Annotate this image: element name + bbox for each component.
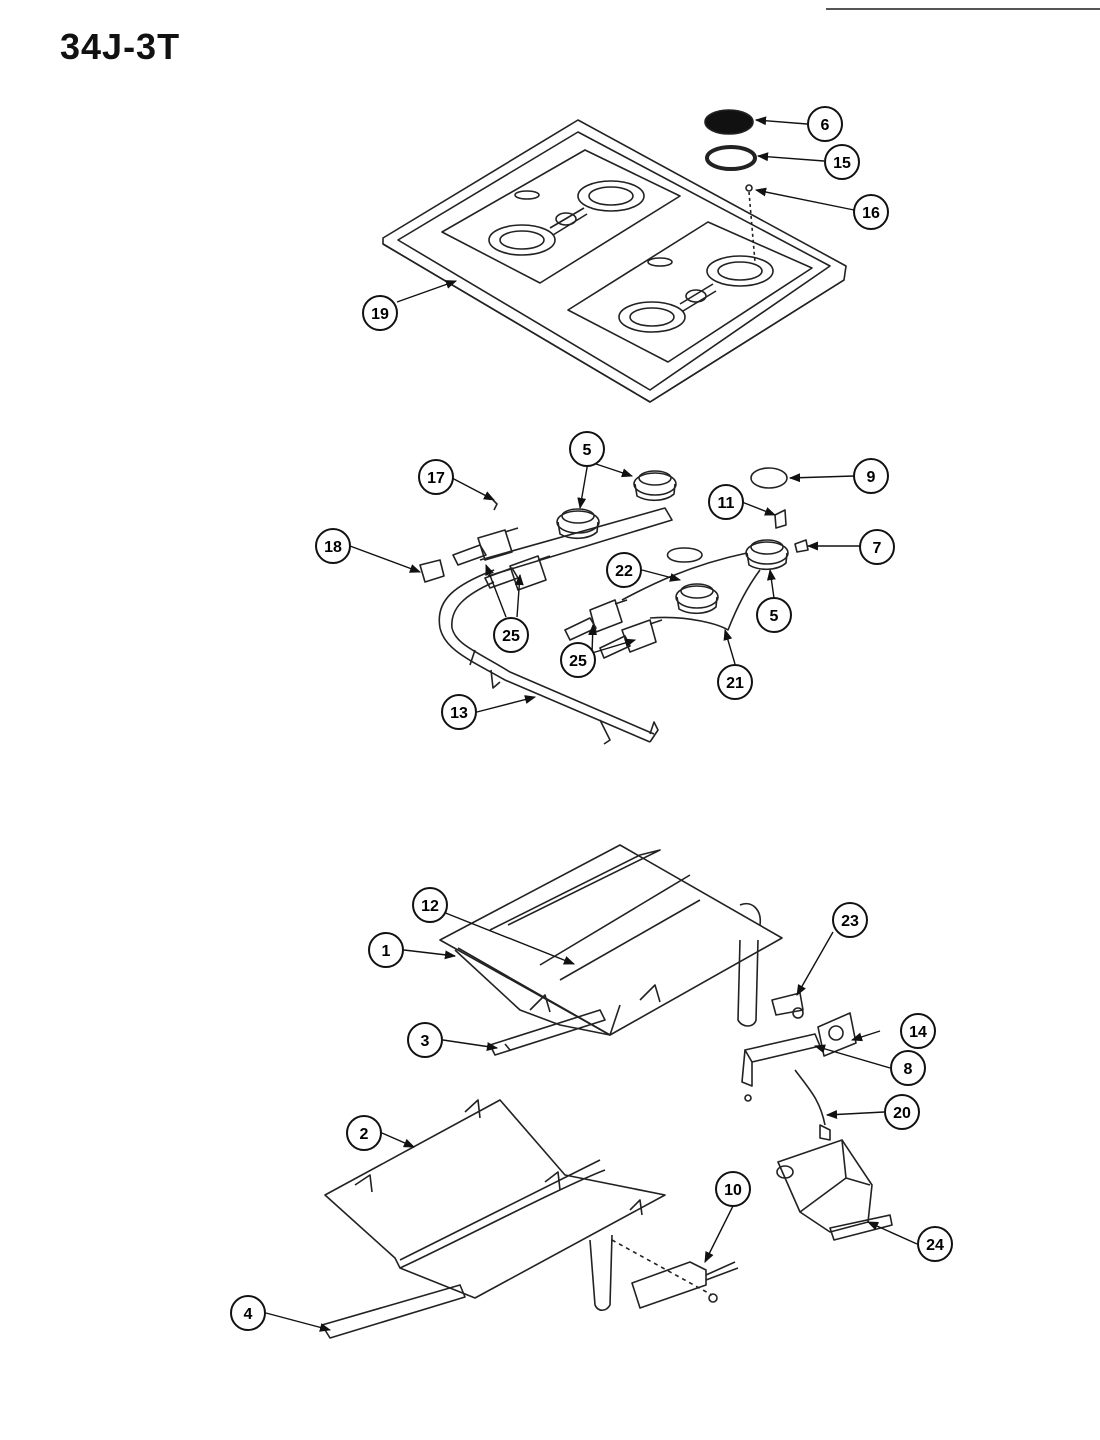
callout-23: 23 — [832, 902, 868, 938]
callout-label: 19 — [371, 306, 389, 323]
callout-label: 21 — [726, 675, 744, 692]
callout-21: 21 — [717, 664, 753, 700]
callout-4: 4 — [230, 1295, 266, 1331]
callout-label: 17 — [427, 470, 445, 487]
callout-circle — [606, 552, 642, 588]
callout-8: 8 — [890, 1050, 926, 1086]
callout-group: 6 15 16 19 5 9 17 11 18 7 22 5 25 25 21 13 12 23 1 14 3 8 2 20 1… — [230, 106, 953, 1331]
callout-circle — [853, 194, 889, 230]
callout-circle — [859, 529, 895, 565]
callout-circle — [853, 458, 889, 494]
callout-circle — [368, 932, 404, 968]
callout-circle — [418, 459, 454, 495]
callout-circle — [407, 1022, 443, 1058]
callout-15: 15 — [824, 144, 860, 180]
callout-label: 24 — [926, 1237, 944, 1254]
callout-label: 12 — [421, 898, 439, 915]
callout-14: 14 — [900, 1013, 936, 1049]
callout-label: 11 — [718, 495, 735, 512]
callout-16: 16 — [853, 194, 889, 230]
screw — [745, 184, 753, 192]
callout-3: 3 — [407, 1022, 443, 1058]
plate — [750, 467, 788, 489]
callout-11: 11 — [708, 484, 744, 520]
callout-circle — [917, 1226, 953, 1262]
callout-18: 18 — [315, 528, 351, 564]
callout-circle — [756, 597, 792, 633]
callout-1: 1 — [368, 932, 404, 968]
callout-25: 25 — [493, 617, 529, 653]
callout-circle — [315, 528, 351, 564]
oven-burner-baffle — [439, 844, 804, 1056]
callout-label: 8 — [904, 1061, 913, 1078]
burner-ring — [705, 145, 757, 171]
broiler-burner-baffle — [321, 1099, 739, 1339]
callout-label: 20 — [893, 1105, 911, 1122]
callout-circle — [900, 1013, 936, 1049]
burner-manifold-assembly — [419, 470, 809, 745]
callout-label: 10 — [724, 1182, 742, 1199]
callout-10: 10 — [715, 1171, 751, 1207]
callout-2: 2 — [346, 1115, 382, 1151]
callout-label: 16 — [862, 205, 880, 222]
callout-label: 14 — [909, 1024, 927, 1041]
callout-22: 22 — [606, 552, 642, 588]
top-rule — [826, 8, 1100, 10]
callout-5: 5 — [569, 431, 605, 467]
callout-label: 4 — [244, 1306, 253, 1323]
burner-cap — [704, 109, 754, 135]
callout-label: 13 — [450, 705, 468, 722]
callout-circle — [708, 484, 744, 520]
callout-circle — [569, 431, 605, 467]
callout-label: 18 — [324, 539, 342, 556]
callout-label: 22 — [615, 563, 633, 580]
callout-13: 13 — [441, 694, 477, 730]
callout-circle — [890, 1050, 926, 1086]
callout-label: 3 — [421, 1033, 430, 1050]
callout-label: 25 — [569, 653, 587, 670]
callout-label: 23 — [841, 913, 859, 930]
callout-label: 5 — [583, 442, 592, 459]
cooktop-panel — [382, 119, 847, 403]
callout-label: 6 — [821, 117, 830, 134]
callout-circle — [560, 642, 596, 678]
callout-6: 6 — [807, 106, 843, 142]
callout-circle — [832, 902, 868, 938]
callout-circle — [715, 1171, 751, 1207]
callout-circle — [824, 144, 860, 180]
callout-17: 17 — [418, 459, 454, 495]
callout-label: 1 — [382, 943, 391, 960]
callout-circle — [807, 106, 843, 142]
callout-20: 20 — [884, 1094, 920, 1130]
callout-label: 2 — [360, 1126, 369, 1143]
callout-label: 25 — [502, 628, 520, 645]
callout-circle — [884, 1094, 920, 1130]
callout-circle — [441, 694, 477, 730]
callout-label: 7 — [873, 540, 882, 557]
page-title: 34J-3T — [60, 26, 181, 67]
callout-19: 19 — [362, 295, 398, 331]
callout-25: 25 — [560, 642, 596, 678]
callout-circle — [717, 664, 753, 700]
callout-7: 7 — [859, 529, 895, 565]
callout-circle — [493, 617, 529, 653]
callout-circle — [362, 295, 398, 331]
callout-12: 12 — [412, 887, 448, 923]
callout-label: 15 — [833, 155, 851, 172]
callout-label: 9 — [867, 469, 876, 486]
callout-circle — [412, 887, 448, 923]
callout-label: 5 — [770, 608, 779, 625]
callout-5: 5 — [756, 597, 792, 633]
callout-24: 24 — [917, 1226, 953, 1262]
callout-circle — [230, 1295, 266, 1331]
callout-9: 9 — [853, 458, 889, 494]
callout-circle — [346, 1115, 382, 1151]
